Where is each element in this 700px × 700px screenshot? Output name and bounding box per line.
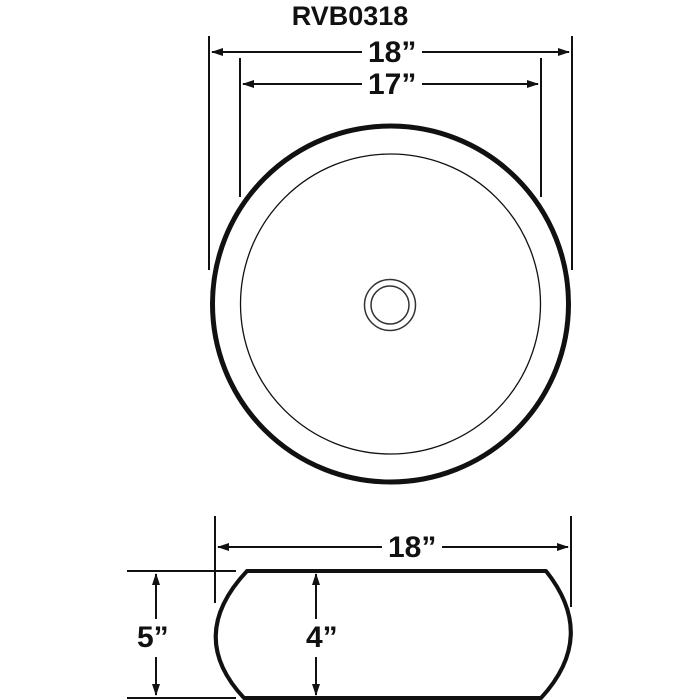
top-view (208, 36, 573, 485)
side-view (127, 516, 573, 700)
outer-width-label: 18” (362, 38, 423, 68)
inner-width-label: 17” (362, 70, 423, 100)
total-height-label: 5” (135, 619, 171, 657)
inner-basin-circle (239, 153, 542, 455)
bowl-profile (213, 569, 573, 700)
basin-depth-label: 4” (304, 619, 340, 657)
drain-icon (363, 278, 417, 332)
side-width-label: 18” (382, 533, 443, 563)
model-title: RVB0318 (291, 1, 409, 31)
outer-rim-circle (210, 123, 571, 485)
